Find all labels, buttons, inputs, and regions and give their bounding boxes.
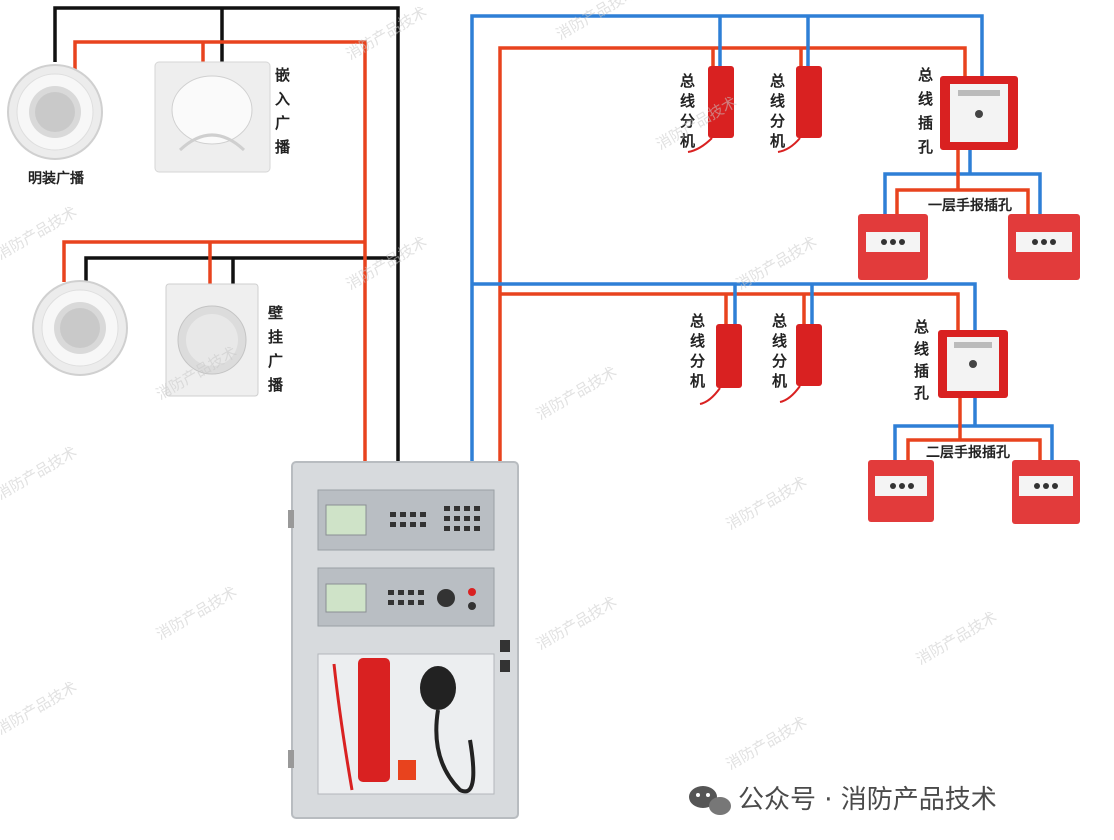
ceiling-speaker-label: 嵌 入 广 播 bbox=[275, 66, 291, 156]
handset-compartment bbox=[317, 640, 510, 795]
bus-jack-char: 插 bbox=[914, 362, 929, 380]
bus-extension-2 bbox=[777, 66, 822, 153]
manual-jack-floor2-label: 二层手报插孔 bbox=[926, 444, 1010, 461]
bus-jack-char: 线 bbox=[914, 340, 929, 358]
bus-extension-char: 机 bbox=[690, 372, 705, 390]
wall-speaker bbox=[165, 283, 259, 397]
bus-extension-3 bbox=[699, 324, 742, 405]
watermark: 消防产品技术 bbox=[533, 363, 620, 424]
bus-extension-char: 总 bbox=[770, 72, 785, 90]
bus-extension-char: 线 bbox=[772, 332, 787, 350]
ceiling-speaker bbox=[154, 61, 271, 173]
bus-extension-char: 总 bbox=[772, 312, 787, 330]
bus-extension-4 bbox=[779, 324, 822, 403]
wall-speaker-label: 壁 挂 广 播 bbox=[268, 304, 284, 394]
black-wire-top bbox=[53, 6, 400, 465]
bus-extension-1 bbox=[687, 66, 734, 153]
manual-jack-floor2-right bbox=[1012, 460, 1080, 524]
watermark: 消防产品技术 bbox=[723, 713, 810, 774]
telephone-panel bbox=[317, 567, 495, 627]
red-wire-wall bbox=[62, 240, 365, 282]
telephone-wiring bbox=[470, 14, 1054, 465]
broadcast-wiring bbox=[53, 6, 400, 465]
red-wire-trunk bbox=[498, 46, 967, 465]
bus-extension-char: 机 bbox=[680, 132, 695, 150]
bus-jack-floor1-label: 总 线 插 孔 bbox=[918, 66, 933, 156]
bus-extension-char: 总 bbox=[680, 72, 695, 90]
bus-extension-char: 线 bbox=[690, 332, 705, 350]
wall-speaker-char: 挂 bbox=[268, 328, 283, 346]
bus-jack-floor2 bbox=[938, 330, 1008, 398]
red-wire-top bbox=[73, 40, 367, 465]
watermark: 消防产品技术 bbox=[533, 593, 620, 654]
blue-wire-floor2 bbox=[472, 282, 977, 332]
watermark: 消防产品技术 bbox=[0, 443, 80, 504]
bus-extension-char: 分 bbox=[690, 352, 705, 370]
blue-wire-f1-jacks bbox=[883, 172, 1042, 218]
blue-wire-trunk bbox=[470, 14, 984, 465]
bus-jack-char: 总 bbox=[914, 318, 929, 336]
manual-jack-floor1-right bbox=[1008, 214, 1080, 280]
bus-extension-char: 机 bbox=[772, 372, 787, 390]
wechat-icon bbox=[689, 786, 731, 815]
ceiling-speaker-char: 嵌 bbox=[275, 66, 290, 84]
watermark: 消防产品技术 bbox=[553, 0, 640, 43]
wall-speaker-char: 广 bbox=[268, 352, 283, 370]
bus-jack-floor1 bbox=[940, 76, 1018, 150]
wall-speaker-char: 壁 bbox=[268, 304, 283, 322]
red-wire-f2-jacks bbox=[906, 438, 1042, 462]
watermark: 消防产品技术 bbox=[723, 473, 810, 534]
bus-jack-char: 孔 bbox=[914, 384, 929, 402]
bus-extension-4-label: 总 线 分 机 bbox=[772, 312, 787, 390]
surface-speaker bbox=[7, 64, 103, 160]
black-wire-wall bbox=[84, 256, 398, 282]
bus-extension-char: 分 bbox=[772, 352, 787, 370]
bus-jack-char: 孔 bbox=[918, 138, 933, 156]
watermark: 消防产品技术 bbox=[343, 3, 430, 64]
ceiling-speaker-char: 播 bbox=[275, 138, 291, 156]
control-cabinet bbox=[288, 461, 519, 819]
bus-extension-char: 线 bbox=[680, 92, 695, 110]
manual-jack-floor1-label: 一层手报插孔 bbox=[928, 197, 1012, 214]
wechat-account-text: 公众号 · 消防产品技术 bbox=[738, 785, 997, 815]
bus-extension-char: 总 bbox=[690, 312, 705, 330]
wall-speaker-char: 播 bbox=[268, 376, 284, 394]
watermark: 消防产品技术 bbox=[913, 608, 1000, 669]
surface-speaker-2 bbox=[32, 280, 128, 376]
watermark: 消防产品技术 bbox=[0, 678, 80, 739]
manual-jack-floor1-left bbox=[858, 214, 928, 280]
bus-jack-floor2-label: 总 线 插 孔 bbox=[914, 318, 929, 402]
bus-extension-char: 分 bbox=[680, 112, 695, 130]
ceiling-speaker-char: 广 bbox=[275, 114, 290, 132]
watermark: 消防产品技术 bbox=[0, 203, 80, 264]
bus-extension-char: 机 bbox=[770, 132, 785, 150]
broadcast-panel bbox=[317, 489, 495, 551]
surface-speaker-label: 明装广播 bbox=[28, 170, 85, 187]
bus-extension-3-label: 总 线 分 机 bbox=[690, 312, 705, 390]
bus-extension-char: 线 bbox=[770, 92, 785, 110]
red-wire-floor2 bbox=[500, 292, 960, 332]
bus-jack-char: 总 bbox=[918, 66, 933, 84]
bus-extension-1-label: 总 线 分 机 bbox=[680, 72, 695, 150]
red-wire-f1-jacks bbox=[895, 188, 1030, 218]
watermark: 消防产品技术 bbox=[153, 583, 240, 644]
wechat-footer: 公众号 · 消防产品技术 bbox=[689, 785, 997, 815]
ceiling-speaker-char: 入 bbox=[275, 90, 290, 108]
manual-jack-floor2-left bbox=[868, 460, 934, 522]
bus-jack-char: 插 bbox=[918, 114, 933, 132]
bus-extension-char: 分 bbox=[770, 112, 785, 130]
bus-jack-char: 线 bbox=[918, 90, 933, 108]
bus-extension-2-label: 总 线 分 机 bbox=[770, 72, 785, 150]
